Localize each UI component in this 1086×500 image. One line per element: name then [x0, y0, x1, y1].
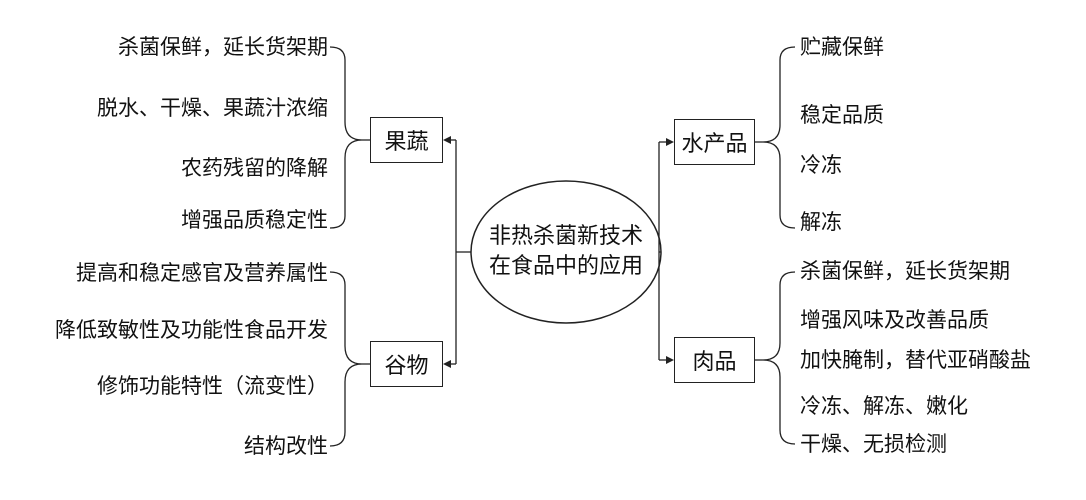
aquatic-item: 解冻: [800, 210, 842, 234]
meat-item: 冷冻、解冻、嫩化: [800, 394, 968, 418]
cereal-item: 结构改性: [244, 434, 328, 458]
category-fruit-veg: 果蔬: [370, 117, 443, 163]
brace-fruit-veg: [329, 46, 363, 229]
fruit-veg-item: 脱水、干燥、果蔬汁浓缩: [97, 96, 328, 120]
center-line-1: 非热杀菌新技术: [488, 224, 643, 249]
cereal-item: 提高和稳定感官及营养属性: [76, 261, 328, 285]
aquatic-item: 贮藏保鲜: [800, 35, 884, 59]
meat-item: 干燥、无损检测: [800, 432, 947, 456]
center-topic: 非热杀菌新技术 在食品中的应用: [472, 182, 660, 322]
fruit-veg-item: 增强品质稳定性: [181, 208, 328, 232]
fruit-veg-item: 农药残留的降解: [181, 156, 328, 180]
arrowhead-aquatic: [666, 138, 674, 146]
fruit-veg-item: 杀菌保鲜，延长货架期: [118, 35, 328, 59]
meat-item: 杀菌保鲜，延长货架期: [800, 259, 1010, 283]
meat-item: 增强风味及改善品质: [800, 308, 989, 332]
arrowhead-meat: [666, 356, 674, 364]
category-meat: 肉品: [674, 337, 755, 383]
brace-meat: [762, 271, 796, 445]
cereal-item: 修饰功能特性（流变性）: [97, 374, 328, 398]
meat-item: 加快腌制，替代亚硝酸盐: [800, 348, 1031, 372]
aquatic-item: 冷冻: [800, 153, 842, 177]
center-line-2: 在食品中的应用: [488, 254, 643, 279]
cereal-item: 降低致敏性及功能性食品开发: [55, 318, 328, 342]
brace-cereal: [329, 271, 363, 447]
category-cereal: 谷物: [370, 341, 443, 387]
aquatic-item: 稳定品质: [800, 103, 884, 127]
arrowhead-fruit-veg: [443, 136, 451, 144]
brace-aquatic: [762, 46, 796, 229]
category-aquatic: 水产品: [674, 119, 755, 165]
arrowhead-cereal: [443, 360, 451, 368]
